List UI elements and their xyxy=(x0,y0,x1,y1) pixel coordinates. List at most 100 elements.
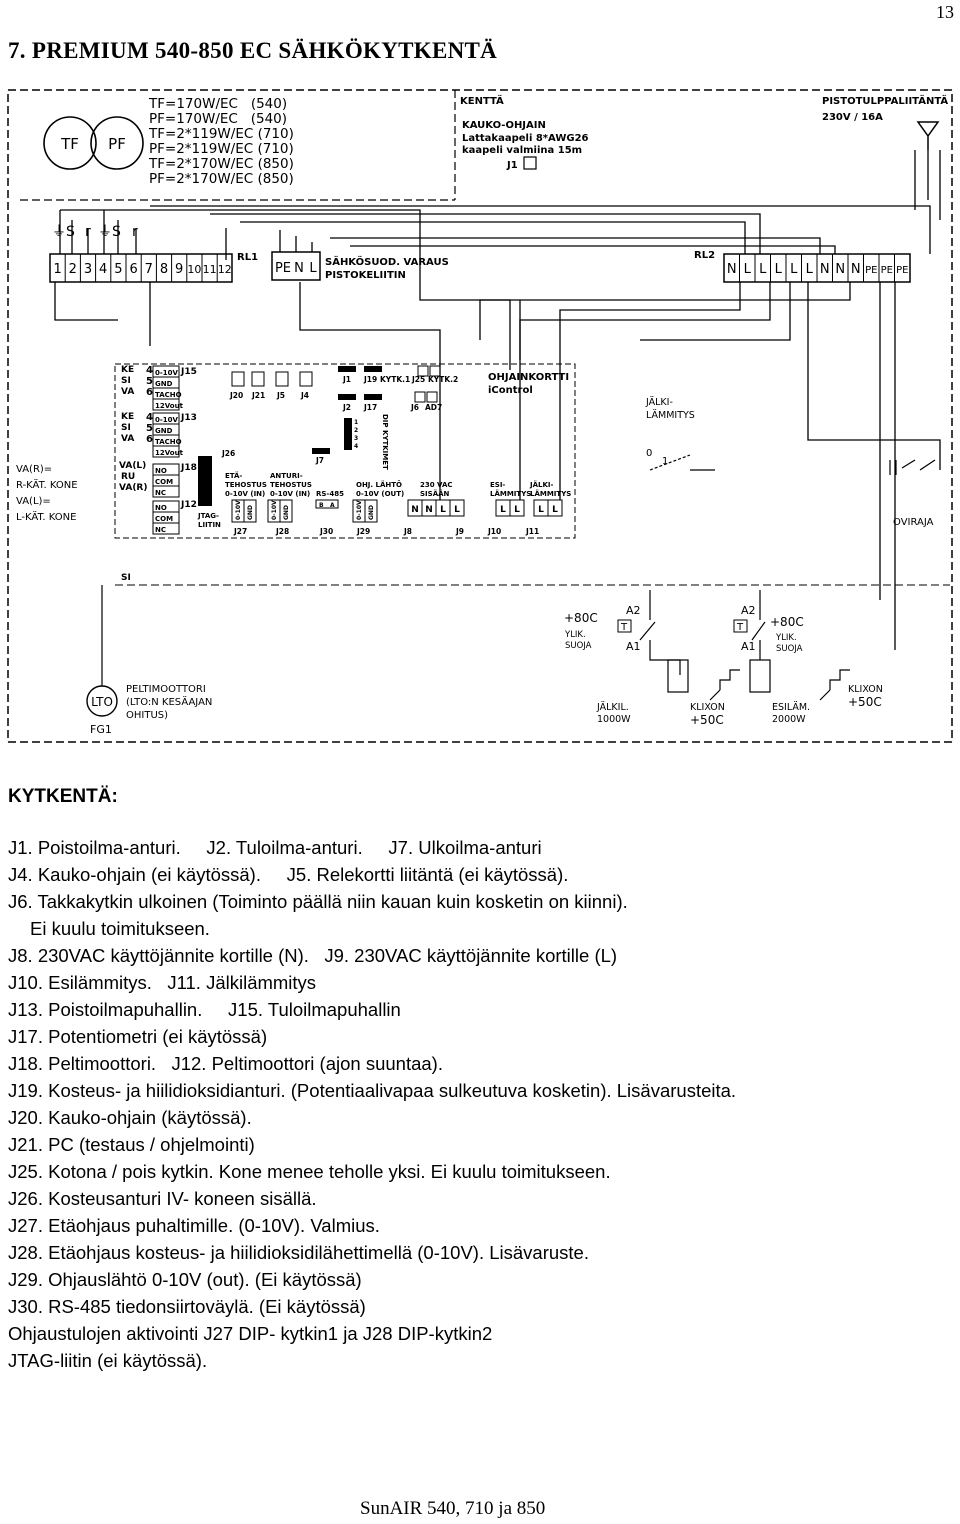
svg-text:VA: VA xyxy=(121,387,134,397)
svg-text:S: S xyxy=(66,224,75,240)
note-line: J21. PC (testaus / ohjelmointi) xyxy=(8,1134,255,1155)
svg-text:r: r xyxy=(132,224,138,240)
tf-fan-circle xyxy=(43,116,97,170)
switch-pos-0: 0 xyxy=(646,448,652,459)
note-line: J20. Kauko-ohjain (käytössä). xyxy=(8,1107,252,1128)
svg-text:0-10V: 0-10V xyxy=(235,500,242,520)
svg-text:KE: KE xyxy=(121,412,134,422)
svg-text:AD7: AD7 xyxy=(425,403,442,412)
svg-text:SUOJA: SUOJA xyxy=(565,641,592,651)
svg-text:N: N xyxy=(294,261,304,276)
svg-text:L: L xyxy=(454,505,460,515)
svg-text:4: 4 xyxy=(146,412,153,423)
svg-text:VA(R): VA(R) xyxy=(119,483,147,493)
svg-text:+80C: +80C xyxy=(564,611,598,625)
note-line: J4. Kauko-ohjain (ei käytössä). J5. Rele… xyxy=(8,864,569,885)
terminal-number: 2 xyxy=(69,262,77,277)
svg-text:JÄLKI-: JÄLKI- xyxy=(529,480,554,489)
svg-text:TACHO: TACHO xyxy=(155,438,182,446)
svg-text:ESI-: ESI- xyxy=(490,481,505,489)
terminal-label: PE xyxy=(865,265,877,276)
lto-label: LTO xyxy=(91,695,113,709)
supply-wires xyxy=(225,150,941,260)
svg-text:A2: A2 xyxy=(741,604,756,617)
svg-text:N: N xyxy=(411,505,419,515)
va-notes: VA(R)= R-KÄT. KONE VA(L)= L-KÄT. KONE xyxy=(16,464,78,523)
svg-text:RS-485: RS-485 xyxy=(316,490,344,498)
svg-text:J20: J20 xyxy=(229,391,243,400)
svg-text:VA(L)=: VA(L)= xyxy=(16,496,51,507)
fg1-label: FG1 xyxy=(90,723,112,736)
fan-spec-line: TF=2*170W/EC (850) xyxy=(148,156,294,172)
svg-text:0-10V: 0-10V xyxy=(271,500,278,520)
svg-text:GND: GND xyxy=(155,380,173,388)
svg-text:+50C: +50C xyxy=(690,713,724,727)
svg-text:A: A xyxy=(330,502,335,509)
svg-text:J27: J27 xyxy=(233,527,247,536)
terminal-label: N xyxy=(820,262,830,277)
note-line: J19. Kosteus- ja hiilidioksidianturi. (P… xyxy=(8,1080,737,1101)
jalki-label-sub: LÄMMITYS xyxy=(646,410,695,421)
board-outline xyxy=(114,363,576,539)
svg-text:KYTK.2: KYTK.2 xyxy=(428,375,458,384)
wiring-diagram: TF PF TF=170W/EC (540) PF=170W/EC (540) … xyxy=(7,89,953,743)
svg-text:VA(L): VA(L) xyxy=(119,461,146,471)
page-number: 13 xyxy=(936,2,954,22)
svg-text:PE: PE xyxy=(275,261,291,276)
fan-spec-list: TF=170W/EC (540) PF=170W/EC (540) TF=2*1… xyxy=(148,96,294,187)
terminal-number: 10 xyxy=(187,263,201,276)
note-line: Ei kuulu toimitukseen. xyxy=(30,918,210,939)
dip-label: DIP KYTKIMET xyxy=(381,414,389,470)
svg-text:J29: J29 xyxy=(356,527,370,536)
svg-text:KLIXON: KLIXON xyxy=(690,702,725,713)
kentta-label: KENTTÄ xyxy=(460,93,504,107)
svg-text:J18: J18 xyxy=(180,463,197,473)
kauko-j1: J1 xyxy=(506,160,518,171)
svg-text:0-10V (IN): 0-10V (IN) xyxy=(270,490,310,498)
svg-text:S: S xyxy=(112,224,121,240)
svg-text:4: 4 xyxy=(354,443,358,450)
note-line: J27. Etäohjaus puhaltimille. (0-10V). Va… xyxy=(8,1215,380,1236)
fan-terminal-labels: ⏚ S r ⏚ S r xyxy=(52,224,138,240)
svg-text:J17: J17 xyxy=(363,403,377,412)
terminal-number: 3 xyxy=(84,262,92,277)
terminal-number: 12 xyxy=(218,263,232,276)
terminal-label: L xyxy=(744,262,752,277)
bottom-connector-labels: J27 J28 J30 J29 J8 J9 J10 J11 xyxy=(233,527,539,536)
power-terminals: N N L L L L L L xyxy=(411,505,558,515)
note-line: J13. Poistoilmapuhallin. J15. Tuloilmapu… xyxy=(8,999,401,1020)
svg-text:ESILÄM.: ESILÄM. xyxy=(772,702,810,713)
svg-text:OHJ. LÄHTÖ: OHJ. LÄHTÖ xyxy=(356,480,402,489)
svg-text:J2: J2 xyxy=(342,403,351,412)
note-line: J30. RS-485 tiedonsiirtoväylä. (Ei käytö… xyxy=(8,1296,366,1317)
svg-text:L: L xyxy=(500,505,506,515)
svg-text:YLIK.: YLIK. xyxy=(564,630,586,640)
svg-text:SUOJA: SUOJA xyxy=(776,644,803,654)
terminal-number: 4 xyxy=(99,262,107,277)
terminal-label: PE xyxy=(881,265,893,276)
svg-text:RU: RU xyxy=(121,472,135,482)
svg-text:J26: J26 xyxy=(221,449,235,458)
rl1-label: RL1 xyxy=(237,252,258,263)
svg-text:TEHOSTUS: TEHOSTUS xyxy=(270,481,312,489)
pistotulppa-rating: 230V / 16A xyxy=(822,112,883,123)
svg-text:J9: J9 xyxy=(455,527,464,536)
fan-spec-line: TF=2*119W/EC (710) xyxy=(148,126,294,142)
page-title: 7. PREMIUM 540-850 EC SÄHKÖKYTKENTÄ xyxy=(8,38,498,63)
board-left-labels: KE SI VA KE SI VA VA(L) RU VA(R) xyxy=(119,365,147,493)
svg-text:COM: COM xyxy=(155,478,173,486)
terminal-number: 6 xyxy=(129,262,137,277)
ohjainkortti-label: OHJAINKORTTI xyxy=(488,372,569,383)
svg-text:LÄMMITYS: LÄMMITYS xyxy=(530,489,571,498)
svg-text:L: L xyxy=(440,505,446,515)
svg-text:KLIXON: KLIXON xyxy=(848,684,883,695)
jalki-label: JÄLKI- xyxy=(645,397,673,408)
svg-text:T: T xyxy=(736,622,744,633)
svg-text:⏚: ⏚ xyxy=(52,224,66,240)
terminal-label: N xyxy=(851,262,861,277)
kauko-cable: Lattakaapeli 8*AWG26 xyxy=(462,133,589,144)
svg-text:230 VAC: 230 VAC xyxy=(420,481,453,489)
pf-label: PF xyxy=(108,135,126,153)
pf-fan-circle xyxy=(90,116,144,170)
